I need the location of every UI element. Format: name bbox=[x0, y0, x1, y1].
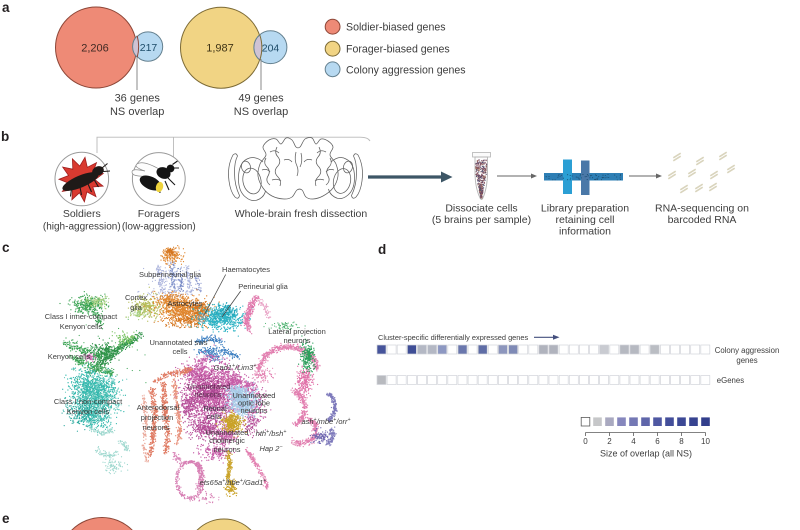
svg-text:Kenyon cells: Kenyon cells bbox=[48, 352, 91, 361]
svg-text:Anterodorsal: Anterodorsal bbox=[137, 403, 180, 412]
svg-text:Retinal: Retinal bbox=[203, 404, 227, 413]
svg-text:(low-aggression): (low-aggression) bbox=[122, 222, 196, 233]
svg-text:Cortex: Cortex bbox=[125, 293, 147, 302]
svg-text:Dissociate cells: Dissociate cells bbox=[445, 203, 517, 215]
svg-text:Size of overlap (all NS): Size of overlap (all NS) bbox=[600, 449, 692, 459]
svg-text:neurons: neurons bbox=[240, 406, 267, 415]
svg-text:2: 2 bbox=[607, 437, 612, 446]
svg-text:Unannotated: Unannotated bbox=[206, 428, 249, 437]
svg-text:Unannotated: Unannotated bbox=[233, 391, 276, 400]
svg-text:glia: glia bbox=[130, 303, 143, 312]
svg-text:retaining cell: retaining cell bbox=[556, 214, 615, 226]
svg-text:6: 6 bbox=[655, 437, 660, 446]
svg-text:Library preparation: Library preparation bbox=[541, 203, 629, 215]
svg-text:Lateral projection: Lateral projection bbox=[268, 327, 326, 336]
svg-text:Whole-brain fresh dissection: Whole-brain fresh dissection bbox=[235, 208, 368, 220]
svg-text:neurons: neurons bbox=[194, 390, 221, 399]
svg-text:49 genes: 49 genes bbox=[238, 93, 284, 105]
svg-text:Soldier-biased genes: Soldier-biased genes bbox=[346, 22, 446, 34]
svg-text:b: b bbox=[1, 129, 9, 144]
svg-text:e: e bbox=[2, 511, 10, 526]
svg-text:Kenyon cells: Kenyon cells bbox=[67, 407, 110, 416]
svg-text:projection: projection bbox=[141, 413, 174, 422]
svg-text:Class I non-compact: Class I non-compact bbox=[54, 397, 123, 406]
svg-text:optic lobe: optic lobe bbox=[238, 399, 270, 408]
svg-text:2,206: 2,206 bbox=[81, 43, 109, 55]
svg-text:1,987: 1,987 bbox=[206, 43, 234, 55]
svg-text:Gad1+/Lim3+: Gad1+/Lim3+ bbox=[214, 363, 257, 372]
svg-text:217: 217 bbox=[140, 42, 158, 54]
svg-text:NS overlap: NS overlap bbox=[234, 106, 288, 118]
svg-text:Perineurial glia: Perineurial glia bbox=[238, 282, 288, 291]
svg-text:8: 8 bbox=[679, 437, 684, 446]
svg-text:barcoded RNA: barcoded RNA bbox=[668, 214, 737, 226]
svg-text:Kenyon cells: Kenyon cells bbox=[60, 322, 103, 331]
svg-text:neurons: neurons bbox=[213, 445, 240, 454]
svg-text:Unannotated sws+: Unannotated sws+ bbox=[150, 338, 211, 347]
svg-text:0: 0 bbox=[583, 437, 588, 446]
svg-text:Colony aggression: Colony aggression bbox=[715, 346, 780, 355]
svg-text:Haematocytes: Haematocytes bbox=[222, 265, 270, 274]
svg-text:hth+/bsh+: hth+/bsh+ bbox=[256, 429, 287, 438]
svg-text:genes: genes bbox=[736, 356, 757, 365]
svg-text:neurons: neurons bbox=[283, 336, 310, 345]
svg-text:(high-aggression): (high-aggression) bbox=[43, 222, 121, 233]
svg-text:Class I inner-compact: Class I inner-compact bbox=[45, 312, 118, 321]
svg-text:Soldiers: Soldiers bbox=[63, 208, 101, 220]
svg-text:(5 brains per sample): (5 brains per sample) bbox=[432, 214, 531, 226]
svg-text:Hap 2−: Hap 2− bbox=[259, 444, 282, 453]
svg-text:Unannotated: Unannotated bbox=[188, 382, 231, 391]
svg-text:Astrocytes: Astrocytes bbox=[167, 299, 202, 308]
svg-text:d: d bbox=[378, 242, 386, 257]
svg-text:RNA-sequencing on: RNA-sequencing on bbox=[655, 203, 749, 215]
svg-text:neurons: neurons bbox=[142, 423, 169, 432]
svg-text:ets65a+/hbe+/Gad1+: ets65a+/hbe+/Gad1+ bbox=[200, 478, 267, 487]
svg-text:Cluster-specific differentiall: Cluster-specific differentially expresse… bbox=[378, 333, 529, 342]
svg-text:Forager-biased genes: Forager-biased genes bbox=[346, 44, 450, 56]
svg-text:ash+/mbe+/orr+: ash+/mbe+/orr+ bbox=[301, 417, 350, 426]
svg-text:4: 4 bbox=[631, 437, 636, 446]
svg-text:Foragers: Foragers bbox=[138, 208, 180, 220]
svg-text:information: information bbox=[559, 226, 611, 238]
svg-text:Colony aggression genes: Colony aggression genes bbox=[346, 64, 466, 76]
svg-text:204: 204 bbox=[262, 43, 280, 55]
svg-text:Subperineurial glia: Subperineurial glia bbox=[139, 270, 202, 279]
svg-text:cells: cells bbox=[172, 347, 187, 356]
svg-text:eGenes: eGenes bbox=[717, 376, 744, 385]
svg-text:cells: cells bbox=[206, 412, 221, 421]
svg-text:a: a bbox=[2, 0, 10, 15]
svg-text:NS overlap: NS overlap bbox=[110, 106, 164, 118]
svg-text:c: c bbox=[2, 240, 10, 255]
svg-text:36 genes: 36 genes bbox=[115, 93, 161, 105]
svg-text:cholinergic: cholinergic bbox=[209, 436, 245, 445]
svg-text:10: 10 bbox=[701, 437, 710, 446]
